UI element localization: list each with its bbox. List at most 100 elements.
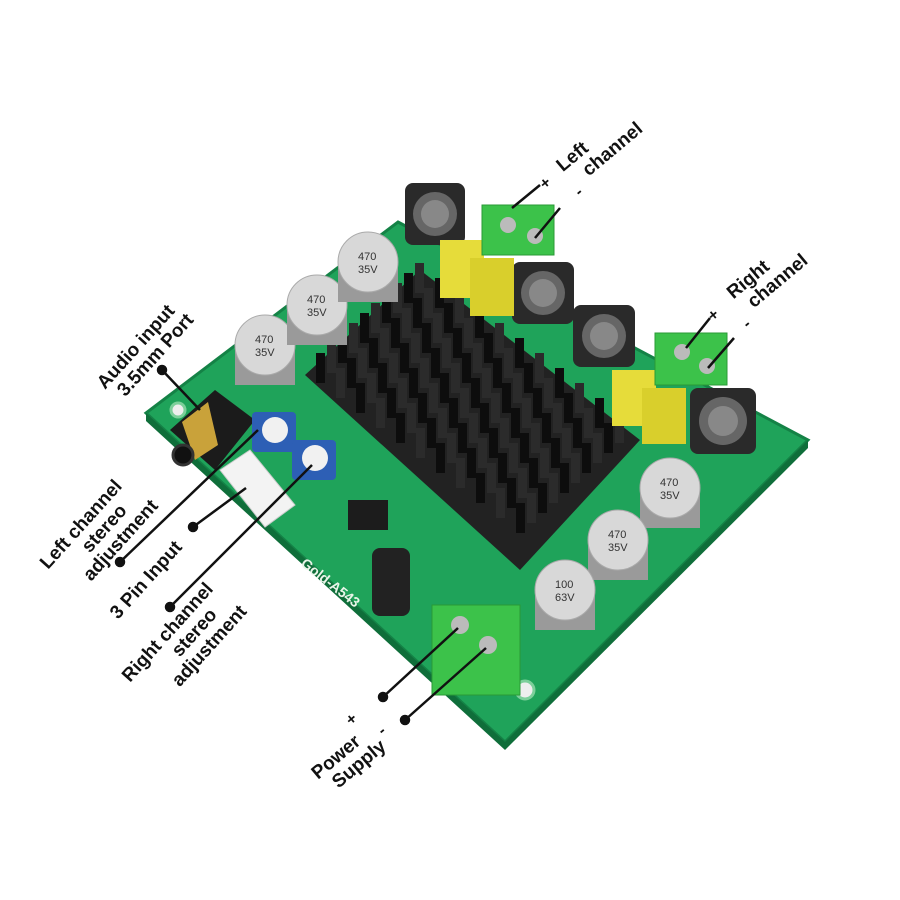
- heatsink-fin: [595, 398, 604, 428]
- heatsink-fin: [458, 423, 467, 453]
- heatsink-fin: [349, 323, 358, 353]
- heatsink-fin: [560, 463, 569, 493]
- heatsink-fin: [555, 368, 564, 398]
- electrolytic-capacitor-small: [372, 548, 410, 616]
- heatsink-fin: [369, 338, 378, 368]
- heatsink-fin: [615, 413, 624, 443]
- heatsink-fin: [436, 443, 445, 473]
- heatsink-fin: [476, 473, 485, 503]
- heatsink-fin: [475, 308, 484, 338]
- heatsink-fin: [398, 378, 407, 408]
- heatsink-fin: [553, 403, 562, 433]
- heatsink-fin: [367, 373, 376, 403]
- heatsink-fin: [471, 378, 480, 408]
- minus-sign: -: [739, 316, 754, 332]
- heatsink-fin: [533, 388, 542, 418]
- capacitor-marking: 470: [358, 251, 376, 263]
- heatsink-fin: [336, 368, 345, 398]
- heatsink-fin: [380, 328, 389, 358]
- capacitor-marking: 470: [255, 334, 273, 346]
- heatsink-fin: [507, 478, 516, 508]
- capacitor-marking: 100: [555, 579, 573, 591]
- heatsink-fin: [524, 363, 533, 393]
- heatsink-fin: [438, 408, 447, 438]
- heatsink-fin: [498, 453, 507, 483]
- heatsink-fin: [549, 473, 558, 503]
- capacitor-marking: 35V: [608, 542, 628, 554]
- heatsink-fin: [593, 433, 602, 463]
- capacitor-marking: 35V: [255, 347, 275, 359]
- heatsink-fin: [409, 368, 418, 398]
- left-trimmer[interactable]: [252, 412, 296, 452]
- heatsink-fin: [429, 383, 438, 413]
- heatsink-fin: [447, 433, 456, 463]
- amp-ic: [348, 500, 388, 530]
- plus-sign: +: [343, 710, 361, 729]
- heatsink-fin: [440, 373, 449, 403]
- heatsink-fin: [415, 263, 424, 293]
- heatsink-fin: [449, 398, 458, 428]
- power-supply-label: Power Supply + -: [308, 710, 391, 793]
- capacitor-marking: 35V: [660, 490, 680, 502]
- heatsink-fin: [520, 433, 529, 463]
- heatsink-fin: [389, 353, 398, 383]
- heatsink-fin: [540, 448, 549, 478]
- capacitor-marking: 470: [660, 477, 678, 489]
- minus-sign: -: [571, 184, 586, 200]
- heatsink-fin: [515, 338, 524, 368]
- heatsink-fin: [358, 348, 367, 378]
- inductor: [512, 262, 574, 324]
- heatsink-fin: [562, 428, 571, 458]
- heatsink-fin: [582, 443, 591, 473]
- capacitor-marking: 63V: [555, 592, 575, 604]
- heatsink-fin: [455, 293, 464, 323]
- heatsink-fin: [413, 298, 422, 328]
- heatsink-fin: [513, 373, 522, 403]
- heatsink-fin: [347, 358, 356, 388]
- heatsink-fin: [491, 393, 500, 423]
- leader-lines: [114, 184, 735, 726]
- heatsink-fin: [502, 383, 511, 413]
- heatsink-fin: [338, 333, 347, 363]
- heatsink-fin: [535, 353, 544, 383]
- capacitor-marking: 470: [608, 529, 626, 541]
- heatsink-fin: [542, 413, 551, 443]
- left-channel-label: + - Left channel: [537, 118, 647, 200]
- heatsink-fin: [400, 343, 409, 373]
- heatsink-fin: [431, 348, 440, 378]
- heatsink-fin: [356, 383, 365, 413]
- right-trimmer[interactable]: [292, 440, 336, 480]
- heatsink-fin: [518, 468, 527, 498]
- right-channel-label: + - Right channel: [705, 250, 813, 332]
- heatsink-fin: [500, 418, 509, 448]
- heatsink-fin: [422, 323, 431, 353]
- heatsink-fin: [489, 428, 498, 458]
- heatsink-fin: [451, 363, 460, 393]
- film-capacitors: [440, 240, 686, 444]
- heatsink-fin: [551, 438, 560, 468]
- heatsink-fin: [482, 368, 491, 398]
- heatsink-fin: [538, 483, 547, 513]
- heatsink-fin: [531, 423, 540, 453]
- heatsink: [305, 263, 640, 570]
- heatsink-fin: [382, 293, 391, 323]
- three-pin-connector[interactable]: [219, 449, 296, 528]
- heatsink-fin: [435, 278, 444, 308]
- inductor: [690, 388, 756, 454]
- heatsink-fin: [316, 353, 325, 383]
- heatsink-fin: [420, 358, 429, 388]
- heatsink-fin: [480, 403, 489, 433]
- heatsink-fin: [529, 458, 538, 488]
- heatsink-fin: [509, 443, 518, 473]
- heatsink-fin: [433, 313, 442, 343]
- capacitor-marking: 35V: [358, 264, 378, 276]
- heatsink-fin: [511, 408, 520, 438]
- heatsink-fin: [604, 423, 613, 453]
- heatsink-fin: [416, 428, 425, 458]
- audio-jack[interactable]: [170, 390, 255, 470]
- power-terminal[interactable]: [431, 604, 521, 696]
- heatsink-fin: [371, 303, 380, 333]
- heatsink-fin: [453, 328, 462, 358]
